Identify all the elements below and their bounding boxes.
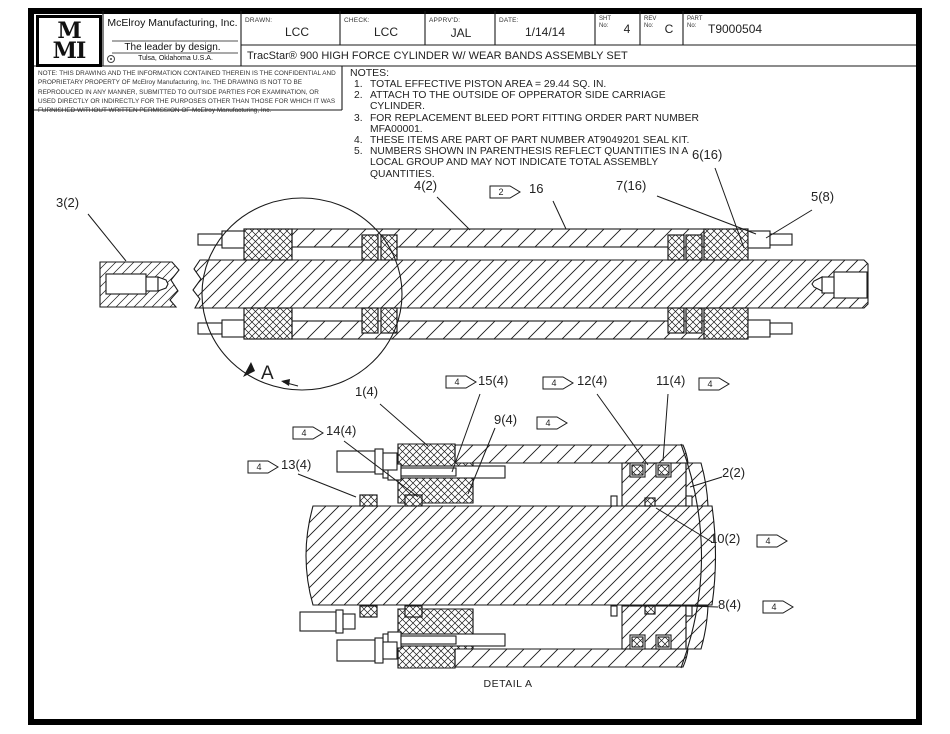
detail-view-marker: A: [261, 363, 274, 384]
note-item: 3.FOR REPLACEMENT BLEED PORT FITTING ORD…: [354, 112, 699, 135]
callout-item13: 13(4): [281, 457, 312, 472]
drawn-value: LCC: [284, 25, 309, 39]
drawn-label: DRAWN:: [245, 17, 273, 24]
confidential-note: NOTE: THIS DRAWING AND THE INFORMATION C…: [38, 70, 336, 115]
callout-item6: 6(16): [692, 147, 723, 162]
logo-line1: M: [57, 18, 81, 44]
approved-value: JAL: [450, 26, 472, 40]
notes-heading: NOTES:: [350, 67, 390, 79]
detail-caption: DETAIL A: [483, 678, 533, 690]
note-flag-4: 4: [536, 416, 568, 430]
note-flag-4: 4: [292, 426, 324, 440]
note-item: 2.ATTACH TO THE OUTSIDE OF OPPERATOR SID…: [354, 90, 666, 113]
callout-item3: 3(2): [56, 195, 80, 210]
notes-list: 1.TOTAL EFFECTIVE PISTON AREA = 29.44 SQ…: [350, 79, 722, 180]
callout-item11: 11(4): [656, 373, 686, 388]
note-flag-4: 4: [247, 460, 279, 474]
note-flag-4: 4: [698, 377, 730, 391]
callout-item14: 14(4): [326, 423, 357, 438]
note-flag-4: 4: [445, 375, 477, 389]
callout-item4: 4(2): [414, 178, 438, 193]
callout-item12: 12(4): [577, 373, 608, 388]
logo-line2: MI: [52, 38, 87, 64]
callout-item15: 15(4): [478, 373, 509, 388]
note-flag-4: 4: [756, 534, 788, 548]
callout-item5: 5(8): [811, 189, 835, 204]
check-label: CHECK:: [344, 17, 370, 24]
date-value: 1/14/14: [524, 25, 566, 39]
company-logo: M MI: [36, 15, 102, 67]
approved-label: APPRV'D:: [429, 17, 461, 24]
note-item: 1.TOTAL EFFECTIVE PISTON AREA = 29.44 SQ…: [354, 79, 607, 90]
note-item: 5.NUMBERS SHOWN IN PARENTHESIS REFLECT Q…: [354, 146, 688, 180]
callout-item16: 16: [529, 181, 544, 196]
callout-item9: 9(4): [494, 412, 518, 427]
callout-item2: 2(2): [722, 465, 746, 480]
callout-item8: 8(4): [718, 597, 742, 612]
sheet-value: 4: [623, 22, 631, 36]
callout-item1: 1(4): [355, 384, 379, 399]
drawing-title: TracStar® 900 HIGH FORCE CYLINDER W/ WEA…: [247, 50, 628, 62]
company-location: Tulsa, Oklahoma U.S.A.: [138, 55, 213, 62]
note-flag-2: 2: [489, 185, 521, 199]
callout-item7: 7(16): [616, 178, 647, 193]
part-value: T9000504: [708, 22, 763, 36]
date-label: DATE:: [499, 17, 519, 24]
company-name: McElroy Manufacturing, Inc.: [107, 17, 238, 29]
note-item: 4.THESE ITEMS ARE PART OF PART NUMBER AT…: [354, 135, 690, 147]
note-flag-4: 4: [542, 376, 574, 390]
check-value: LCC: [373, 25, 398, 39]
registered-trademark-icon: [107, 55, 115, 63]
callout-item10: 10(2): [710, 531, 741, 546]
note-flag-4: 4: [762, 600, 794, 614]
company-tagline: The leader by design.: [124, 42, 221, 53]
rev-value: C: [664, 22, 674, 36]
